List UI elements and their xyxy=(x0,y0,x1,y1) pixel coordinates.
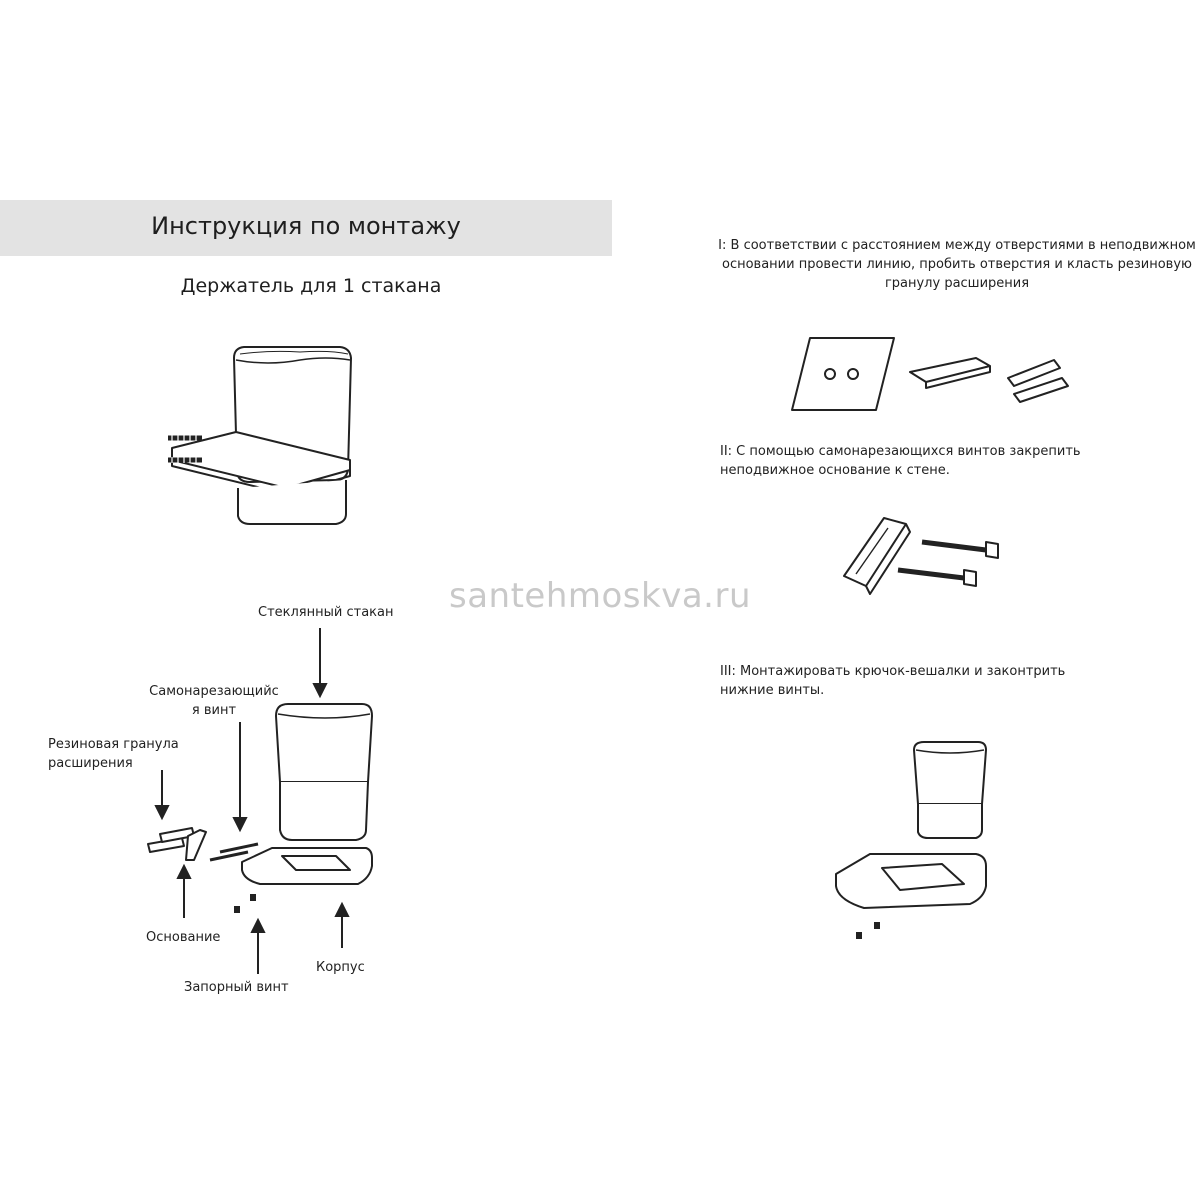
hole-right xyxy=(847,368,859,380)
watermark: santehmoskva.ru xyxy=(448,576,751,616)
screws-part xyxy=(209,850,249,862)
step-1-line-2: основании провести линию, пробить отверс… xyxy=(722,257,1192,272)
hole-left xyxy=(824,368,836,380)
label-base: Основание xyxy=(146,930,221,945)
assembled-holder-illustration xyxy=(168,346,352,525)
lock-screw-right xyxy=(874,922,880,929)
glass-part xyxy=(275,703,373,783)
step-2-illustration xyxy=(843,517,999,595)
step-1-line-3: гранулу расширения xyxy=(884,276,1030,291)
step-2-text: II: С помощью самонарезающихся винтов за… xyxy=(720,442,1120,480)
step-3-text: III: Монтажировать крючок-вешалки и зако… xyxy=(720,662,1120,700)
step-1-text: I: В соответствии с расстоянием между от… xyxy=(712,236,1200,293)
glass-step-3 xyxy=(913,741,987,805)
label-screw-line2: я винт xyxy=(191,703,237,718)
anchor-2 xyxy=(1013,377,1069,403)
step-2-line-2: неподвижное основание к стене. xyxy=(720,463,950,478)
label-lock-screw: Запорный винт xyxy=(184,980,289,995)
step-1-illustration xyxy=(791,337,1069,411)
step-3-line-2: нижние винты. xyxy=(720,683,825,698)
page-subtitle: Держатель для 1 стакана xyxy=(180,275,442,297)
label-screw: Самонарезающийс я винт xyxy=(144,682,284,720)
anchor-1 xyxy=(1007,359,1061,387)
base-part xyxy=(185,829,207,861)
label-rubber-line2: расширения xyxy=(48,756,133,771)
title-bar xyxy=(0,200,612,256)
label-rubber: Резиновая гранула расширения xyxy=(48,735,179,773)
screw-bottom xyxy=(897,567,965,581)
exploded-view-illustration xyxy=(147,703,373,913)
lock-screw-left xyxy=(856,932,862,939)
screw-top xyxy=(921,539,987,553)
label-glass: Стеклянный стакан xyxy=(258,605,394,620)
step-3-illustration xyxy=(835,741,987,939)
step-1-line-1: I: В соответствии с расстоянием между от… xyxy=(718,238,1196,253)
label-screw-line1: Самонарезающийс xyxy=(149,684,279,699)
page-title: Инструкция по монтажу xyxy=(151,212,461,240)
lock-screw-part xyxy=(234,906,240,913)
label-rubber-line1: Резиновая гранула xyxy=(48,737,179,752)
wall-plate xyxy=(791,337,895,411)
label-body: Корпус xyxy=(316,960,365,975)
step-3-line-1: III: Монтажировать крючок-вешалки и зако… xyxy=(720,664,1066,679)
mount-base xyxy=(909,357,991,383)
body-step-3 xyxy=(835,853,987,909)
step-2-line-1: II: С помощью самонарезающихся винтов за… xyxy=(720,444,1081,459)
body-part xyxy=(241,847,373,885)
